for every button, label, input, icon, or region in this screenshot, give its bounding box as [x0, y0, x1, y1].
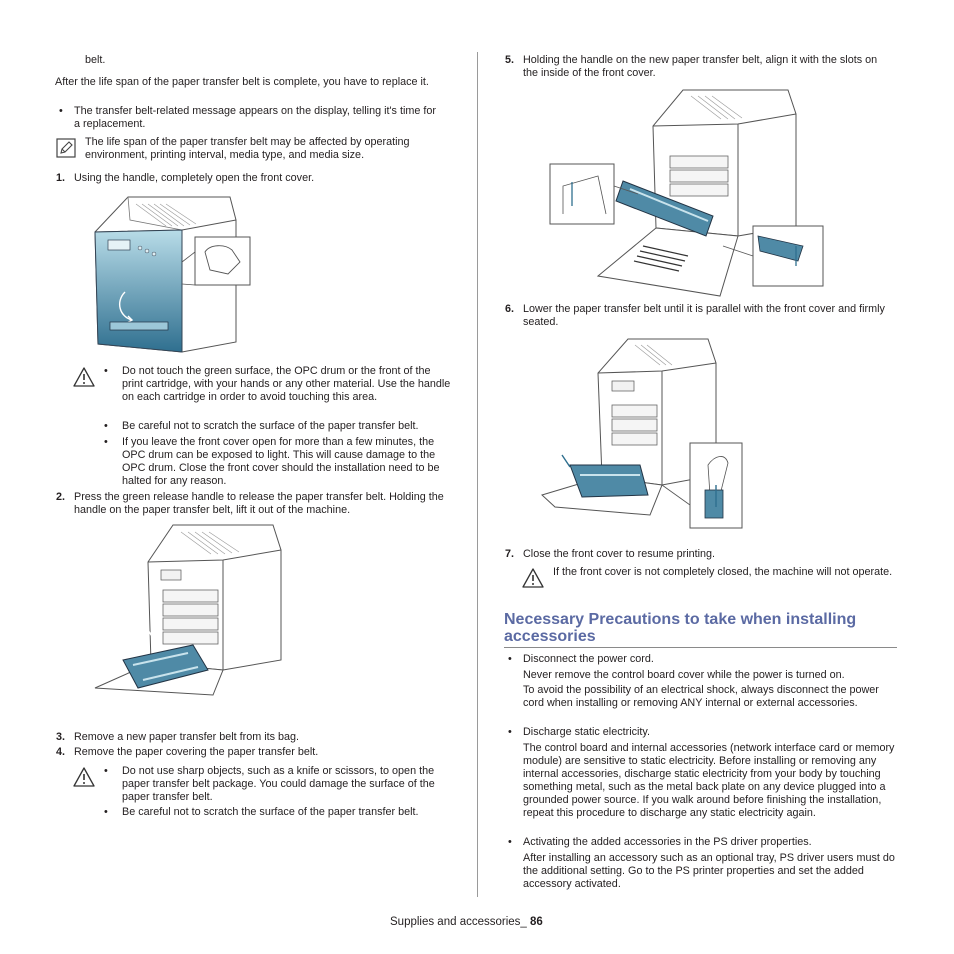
bullet-marker: •	[104, 365, 108, 377]
caution-2-item-2: Be careful not to scratch the surface of…	[122, 806, 419, 818]
caution-1-item-2: Be careful not to scratch the surface of…	[122, 420, 419, 432]
step-5-number: 5.	[505, 54, 515, 66]
caution-2-item-1: Do not use sharp objects, such as a knif…	[122, 765, 435, 803]
printer-align-belt-illustration	[549, 89, 824, 297]
bullet-marker: •	[104, 436, 108, 448]
step-4-number: 4.	[56, 746, 66, 758]
caution-1-item-1: Do not touch the green surface, the OPC …	[122, 365, 451, 403]
page-footer: Supplies and accessories_ 86	[390, 916, 543, 929]
step-6-number: 6.	[505, 303, 515, 315]
heading-rule	[504, 647, 897, 648]
page-number: 86	[530, 916, 543, 928]
intro-paragraph: After the life span of the paper transfe…	[55, 76, 429, 88]
footer-label: Supplies and accessories_	[390, 916, 527, 928]
bullet-marker: •	[104, 420, 108, 432]
step-1-text: Using the handle, completely open the fr…	[74, 172, 315, 184]
belt-fragment: belt.	[85, 54, 106, 66]
step-3-text: Remove a new paper transfer belt from it…	[74, 731, 300, 743]
bullet-marker: •	[508, 726, 512, 738]
column-divider	[477, 52, 478, 897]
bullet-marker: •	[104, 765, 108, 777]
note-lifespan-text: The life span of the paper transfer belt…	[85, 136, 410, 161]
precaution-3-bullet: Activating the added accessories in the …	[523, 836, 812, 848]
printer-lower-belt-illustration	[541, 338, 743, 529]
precaution-2-para-1: The control board and internal accessori…	[523, 742, 895, 819]
bullet-marker: •	[104, 806, 108, 818]
precaution-1-bullet: Disconnect the power cord.	[523, 653, 654, 665]
caution-1-item-3: If you leave the front cover open for mo…	[122, 436, 440, 487]
warning-triangle-icon	[73, 367, 95, 387]
precaution-2-bullet: Discharge static electricity.	[523, 726, 651, 738]
step-1-number: 1.	[56, 172, 66, 184]
section-heading: Necessary Precautions to take when insta…	[504, 611, 857, 645]
bullet-message-text: The transfer belt-related message appear…	[74, 105, 436, 130]
precaution-3-para-1: After installing an accessory such as an…	[523, 852, 895, 890]
bullet-marker: •	[508, 653, 512, 665]
step-2-text: Press the green release handle to releas…	[74, 491, 444, 516]
step-5-text: Holding the handle on the new paper tran…	[523, 54, 878, 79]
bullet-marker: •	[508, 836, 512, 848]
printer-open-cover-illustration	[94, 196, 251, 353]
step-7-number: 7.	[505, 548, 515, 560]
step-2-number: 2.	[56, 491, 66, 503]
step-6-text: Lower the paper transfer belt until it i…	[523, 303, 885, 328]
printer-remove-belt-illustration	[94, 524, 282, 696]
caution-3-text: If the front cover is not completely clo…	[553, 566, 893, 578]
precaution-1-para-1: Never remove the control board cover whi…	[523, 669, 845, 681]
step-4-text: Remove the paper covering the paper tran…	[74, 746, 319, 758]
warning-triangle-icon	[522, 568, 544, 588]
bullet-marker: •	[59, 105, 63, 117]
precaution-1-para-2: To avoid the possibility of an electrica…	[523, 684, 879, 709]
note-pencil-icon	[56, 138, 76, 158]
warning-triangle-icon	[73, 767, 95, 787]
step-3-number: 3.	[56, 731, 66, 743]
step-7-text: Close the front cover to resume printing…	[523, 548, 716, 560]
